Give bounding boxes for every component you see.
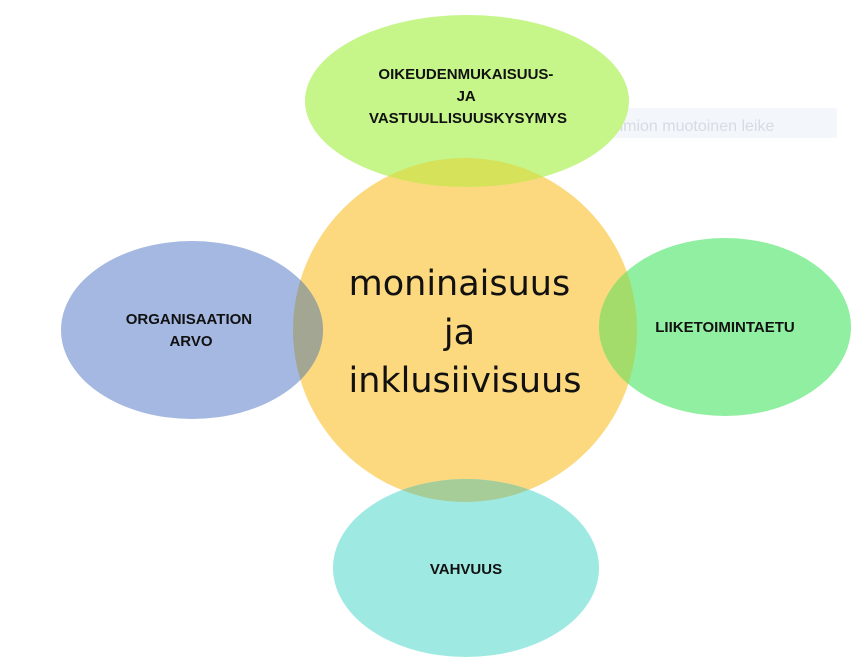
right-ellipse	[599, 238, 851, 416]
center-circle	[293, 158, 637, 502]
center-label-line: ja	[443, 313, 475, 353]
center-label-line: moninaisuus	[349, 264, 571, 304]
right-label: LIIKETOIMINTAETU	[655, 319, 794, 336]
top-label-line: VASTUULLISUUSKYSYMYS	[369, 110, 567, 127]
bottom-label-line: VAHVUUS	[430, 561, 502, 578]
left-label-line: ORGANISAATION	[126, 311, 252, 328]
left-label: ORGANISAATION ARVO	[126, 311, 257, 350]
top-label: OIKEUDENMUKAISUUS- JA VASTUULLISUUSKYSYM…	[369, 66, 567, 127]
top-label-line: JA	[457, 88, 476, 105]
top-label-line: OIKEUDENMUKAISUUS-	[378, 66, 553, 83]
center-label-line: inklusiivisuus	[348, 361, 581, 401]
bottom-ellipse	[333, 479, 599, 657]
right-label-line: LIIKETOIMINTAETU	[655, 319, 794, 336]
top-ellipse	[305, 15, 629, 187]
bottom-label: VAHVUUS	[430, 561, 502, 578]
left-label-line: ARVO	[169, 333, 212, 350]
left-ellipse	[61, 241, 323, 419]
center-label: moninaisuus ja inklusiivisuus	[348, 264, 581, 401]
